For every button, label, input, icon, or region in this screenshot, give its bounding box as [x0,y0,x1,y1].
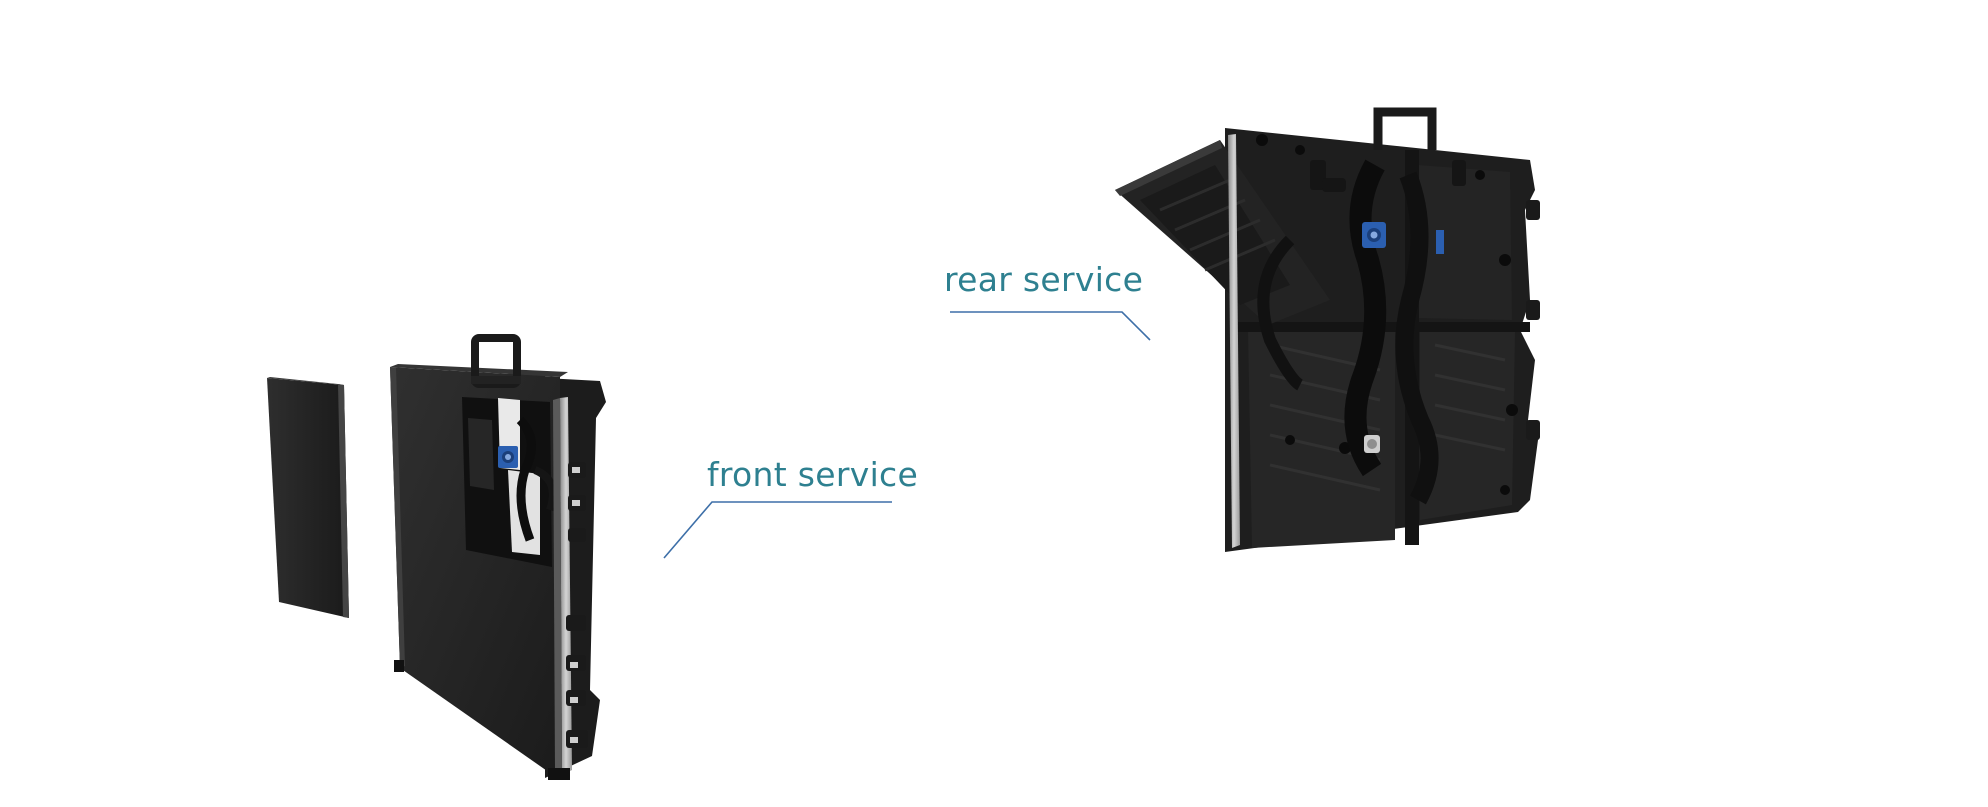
power-connector-icon [1362,222,1386,248]
open-service-door [1115,140,1330,325]
front-service-label: front service [707,455,919,494]
power-connector-icon [498,446,518,468]
interior-window [462,397,557,567]
rear-service-cabinet [1115,107,1540,552]
rear-service-leader [950,311,1151,341]
side-rail [553,397,572,775]
rear-side-rail [1228,134,1240,548]
front-service-cabinet [267,334,606,780]
front-service-leader [663,501,892,559]
hanging-clamps [1310,160,1466,192]
carry-handle [471,334,521,388]
rear-service-label: rear service [944,260,1144,299]
detached-led-module [267,377,349,618]
rear-carry-handle [1373,107,1437,150]
cable-harness [1257,159,1439,505]
